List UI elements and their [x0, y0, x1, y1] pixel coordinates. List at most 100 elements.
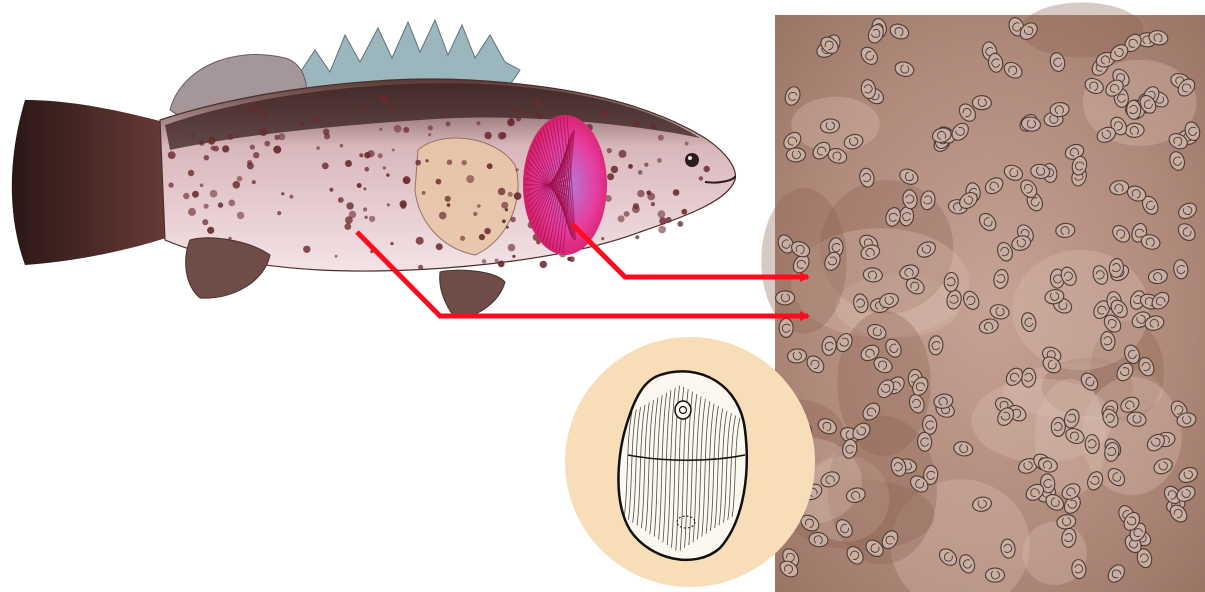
fish-spot	[386, 173, 389, 176]
fish-spot	[274, 135, 279, 140]
fish-spot	[646, 191, 650, 195]
parasite-mouth	[675, 401, 691, 419]
fish-spot	[262, 112, 268, 118]
fish-spot	[361, 107, 366, 112]
fish-spot	[699, 176, 703, 180]
fish-spot	[506, 226, 509, 229]
fish-spot	[422, 191, 426, 195]
fish-spot	[447, 160, 452, 165]
parasite-illustration	[565, 337, 815, 587]
fish-spot	[512, 255, 515, 258]
fish-spot	[364, 152, 370, 158]
fish-spot	[299, 122, 304, 127]
fish-spot	[400, 200, 407, 207]
fish-spot	[346, 202, 353, 209]
fish-spot	[200, 184, 204, 188]
fish-spot	[537, 113, 543, 119]
fish-spot	[650, 124, 655, 129]
fish-spot	[601, 110, 609, 118]
fish-spot	[484, 228, 491, 235]
fish-spot	[428, 125, 433, 130]
fish-spot	[252, 180, 256, 184]
grouper-fish	[12, 20, 736, 318]
fish-spot	[507, 119, 515, 127]
fish-spot	[651, 202, 655, 206]
parasite-cell	[986, 568, 1005, 582]
parasite-cell	[972, 95, 991, 110]
fish-spot	[628, 164, 633, 169]
parasite-cell	[1126, 100, 1141, 119]
fish-spot	[383, 166, 386, 169]
fish-spot	[392, 149, 395, 152]
fish-spot	[188, 170, 194, 176]
fish-spot	[227, 134, 233, 140]
fish-spot	[607, 173, 614, 180]
fish-spot	[208, 137, 216, 145]
fish-spot	[436, 179, 442, 185]
fish-spot	[379, 128, 382, 131]
fish-spot	[508, 244, 516, 252]
fish-spot	[632, 205, 640, 213]
fish-spot	[428, 133, 431, 136]
fish-spot	[502, 219, 506, 223]
fish-spot	[364, 216, 367, 219]
fish-spot	[247, 162, 254, 169]
fish-spot	[218, 202, 223, 207]
fish-spot	[446, 122, 451, 127]
fish-spot	[460, 236, 465, 241]
fish-spot	[314, 116, 321, 123]
fish-spot	[637, 190, 644, 197]
fish-spot	[191, 134, 195, 138]
fish-spot	[168, 151, 176, 159]
fish-spot	[416, 237, 424, 245]
fish-spot	[202, 219, 208, 225]
fish-spot	[484, 132, 491, 139]
fish-spot	[439, 212, 447, 220]
fish-spot	[303, 246, 310, 253]
fish-spot	[222, 145, 229, 152]
fish-spot	[477, 204, 481, 208]
fish-spot	[685, 142, 689, 146]
fish-spot	[344, 223, 351, 230]
fish-spot	[204, 204, 209, 209]
fish-spot	[681, 209, 687, 215]
fish-spot	[192, 191, 199, 198]
fish-spot	[510, 217, 516, 223]
fish-spot	[363, 207, 367, 211]
fish-spot	[498, 188, 506, 196]
fish-spot	[168, 182, 173, 187]
fish-spot	[512, 109, 516, 113]
fish-spot	[500, 132, 507, 139]
fish-spot	[357, 183, 362, 188]
fish-spot	[473, 212, 477, 216]
fish-spot	[260, 107, 264, 111]
fish-spot	[228, 200, 235, 207]
fish-spot	[673, 189, 680, 196]
fish-spot	[658, 135, 664, 141]
fish-eye	[685, 153, 699, 167]
fish-spot	[365, 167, 370, 172]
fish-spot	[237, 212, 244, 219]
fish-spot	[249, 105, 257, 113]
fish-spot	[250, 145, 255, 150]
fish-spot	[659, 217, 666, 224]
fish-spot	[611, 166, 618, 173]
fish-spot	[403, 127, 409, 133]
fish-spot	[525, 111, 529, 115]
fish-spot	[387, 203, 390, 206]
fish-spot	[638, 170, 643, 175]
anal-fin	[440, 270, 505, 318]
fish-spot	[607, 148, 612, 153]
fish-spot	[633, 120, 640, 127]
fish-spot	[183, 193, 189, 199]
fish-spot	[390, 242, 393, 245]
fish-spot	[316, 146, 320, 150]
fish-spot	[658, 210, 666, 218]
fish-spot	[324, 133, 330, 139]
fish-spot	[322, 163, 329, 170]
fish-spot	[479, 234, 485, 240]
fish-spot	[260, 128, 268, 136]
fish-spot	[420, 93, 424, 97]
fish-spot	[386, 101, 390, 105]
